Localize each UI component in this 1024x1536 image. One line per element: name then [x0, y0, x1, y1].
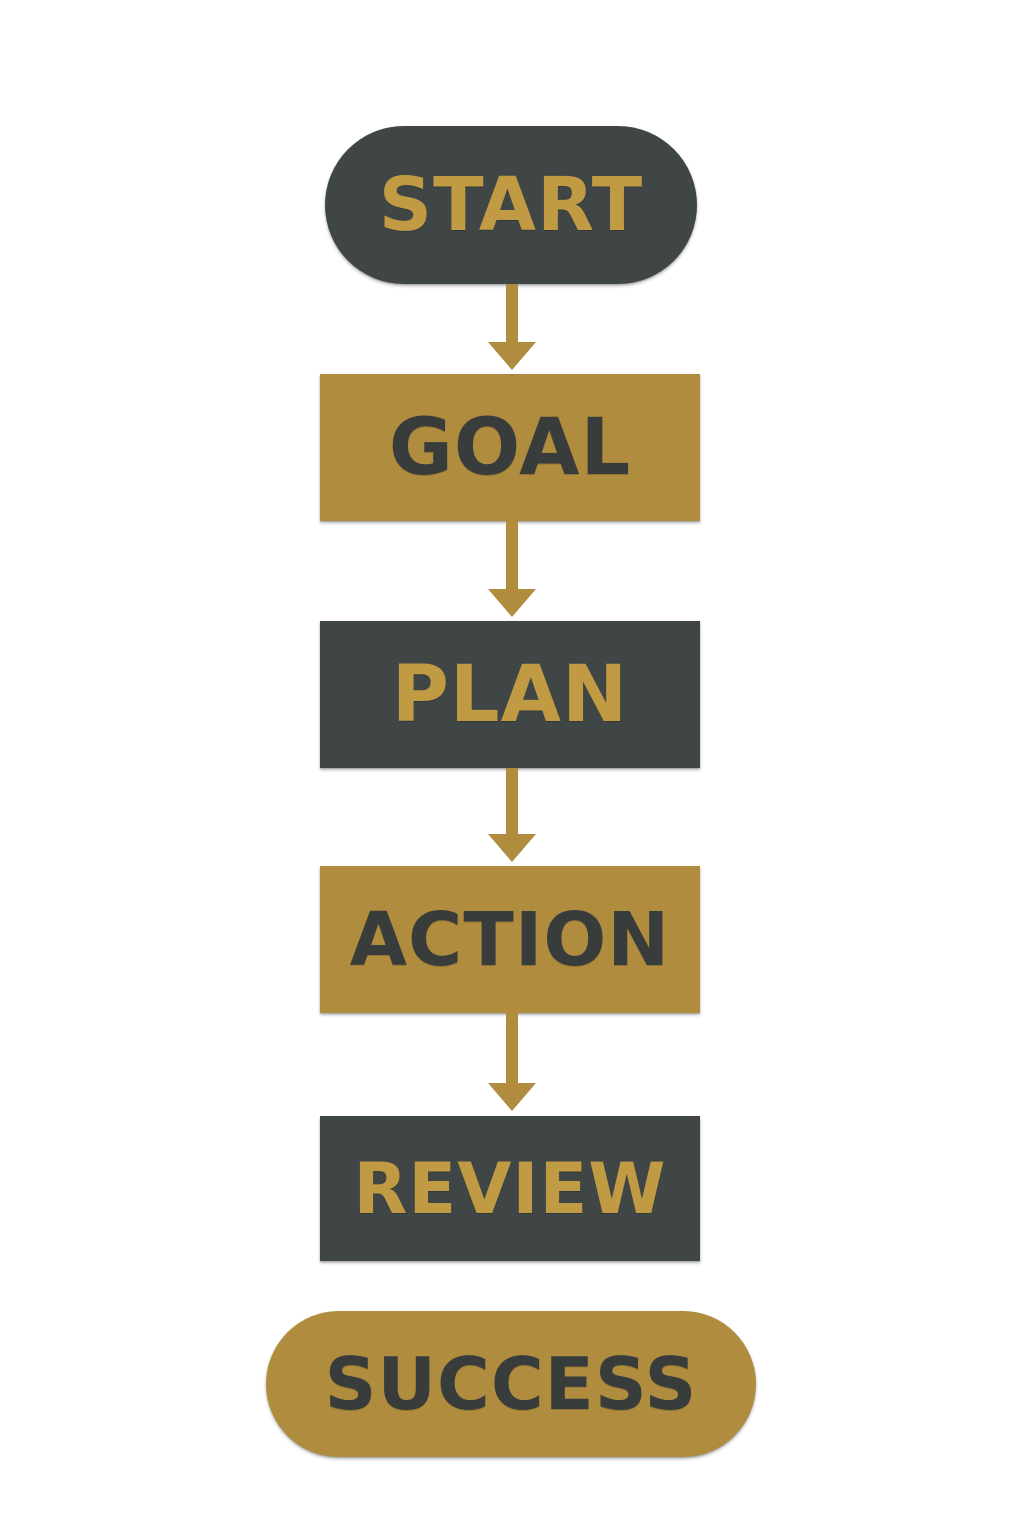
flow-node-start: START: [325, 126, 697, 284]
flow-node-label: REVIEW: [353, 1147, 667, 1230]
flow-node-label: GOAL: [388, 402, 632, 493]
down-arrow-icon: [488, 768, 536, 862]
flow-node-action: ACTION: [320, 866, 700, 1013]
down-arrow-icon: [488, 521, 536, 617]
flow-node-success: SUCCESS: [266, 1311, 756, 1457]
flow-node-label: START: [378, 162, 644, 248]
flow-node-goal: GOAL: [320, 374, 700, 521]
flow-node-review: REVIEW: [320, 1116, 700, 1261]
down-arrow-icon: [488, 284, 536, 370]
flow-node-label: SUCCESS: [324, 1342, 698, 1426]
down-arrow-icon: [488, 1013, 536, 1111]
flow-node-label: PLAN: [391, 649, 629, 740]
flow-node-plan: PLAN: [320, 621, 700, 768]
flow-node-label: ACTION: [349, 896, 671, 983]
